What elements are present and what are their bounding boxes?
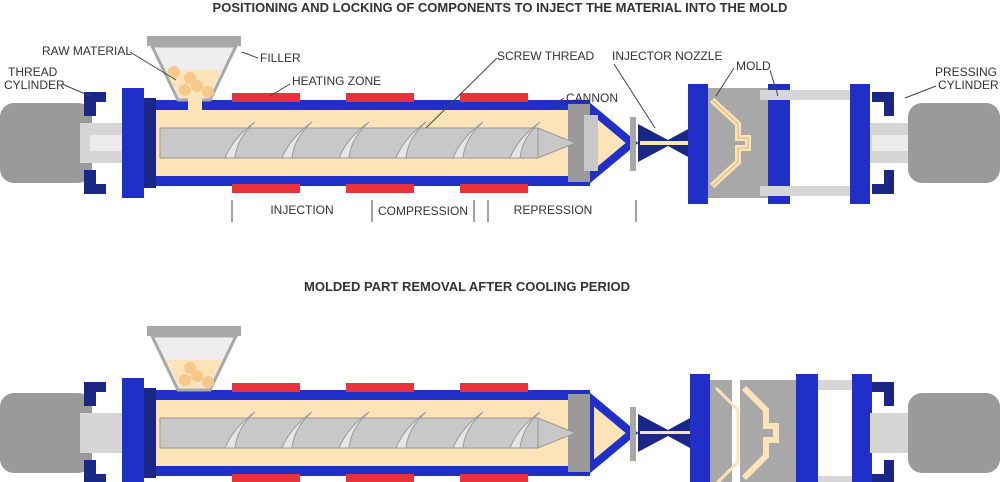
zone-compression: COMPRESSION	[378, 204, 468, 218]
label-injector-nozzle: INJECTOR NOZZLE	[612, 49, 722, 63]
label-raw-material: RAW MATERIAL	[42, 44, 132, 58]
bottom-title: MOLDED PART REMOVAL AFTER COOLING PERIOD	[304, 279, 630, 294]
label-thread-cylinder: CYLINDER	[4, 78, 65, 92]
machine-bottom	[0, 326, 1000, 482]
label-cannon: CANNON	[566, 91, 618, 105]
zone-injection: INJECTION	[270, 203, 333, 217]
label-screw-thread: SCREW THREAD	[497, 49, 594, 63]
label-filler: FILLER	[260, 51, 301, 65]
label-heating-zone: HEATING ZONE	[292, 74, 381, 88]
zone-markers	[231, 200, 637, 222]
label-thread: THREAD	[8, 65, 58, 79]
zone-repression: REPRESSION	[514, 203, 593, 217]
label-pressing: PRESSING	[935, 65, 997, 79]
top-title: POSITIONING AND LOCKING OF COMPONENTS TO…	[213, 0, 788, 15]
label-pressing-cylinder: CYLINDER	[938, 78, 999, 92]
label-mold: MOLD	[736, 59, 771, 73]
